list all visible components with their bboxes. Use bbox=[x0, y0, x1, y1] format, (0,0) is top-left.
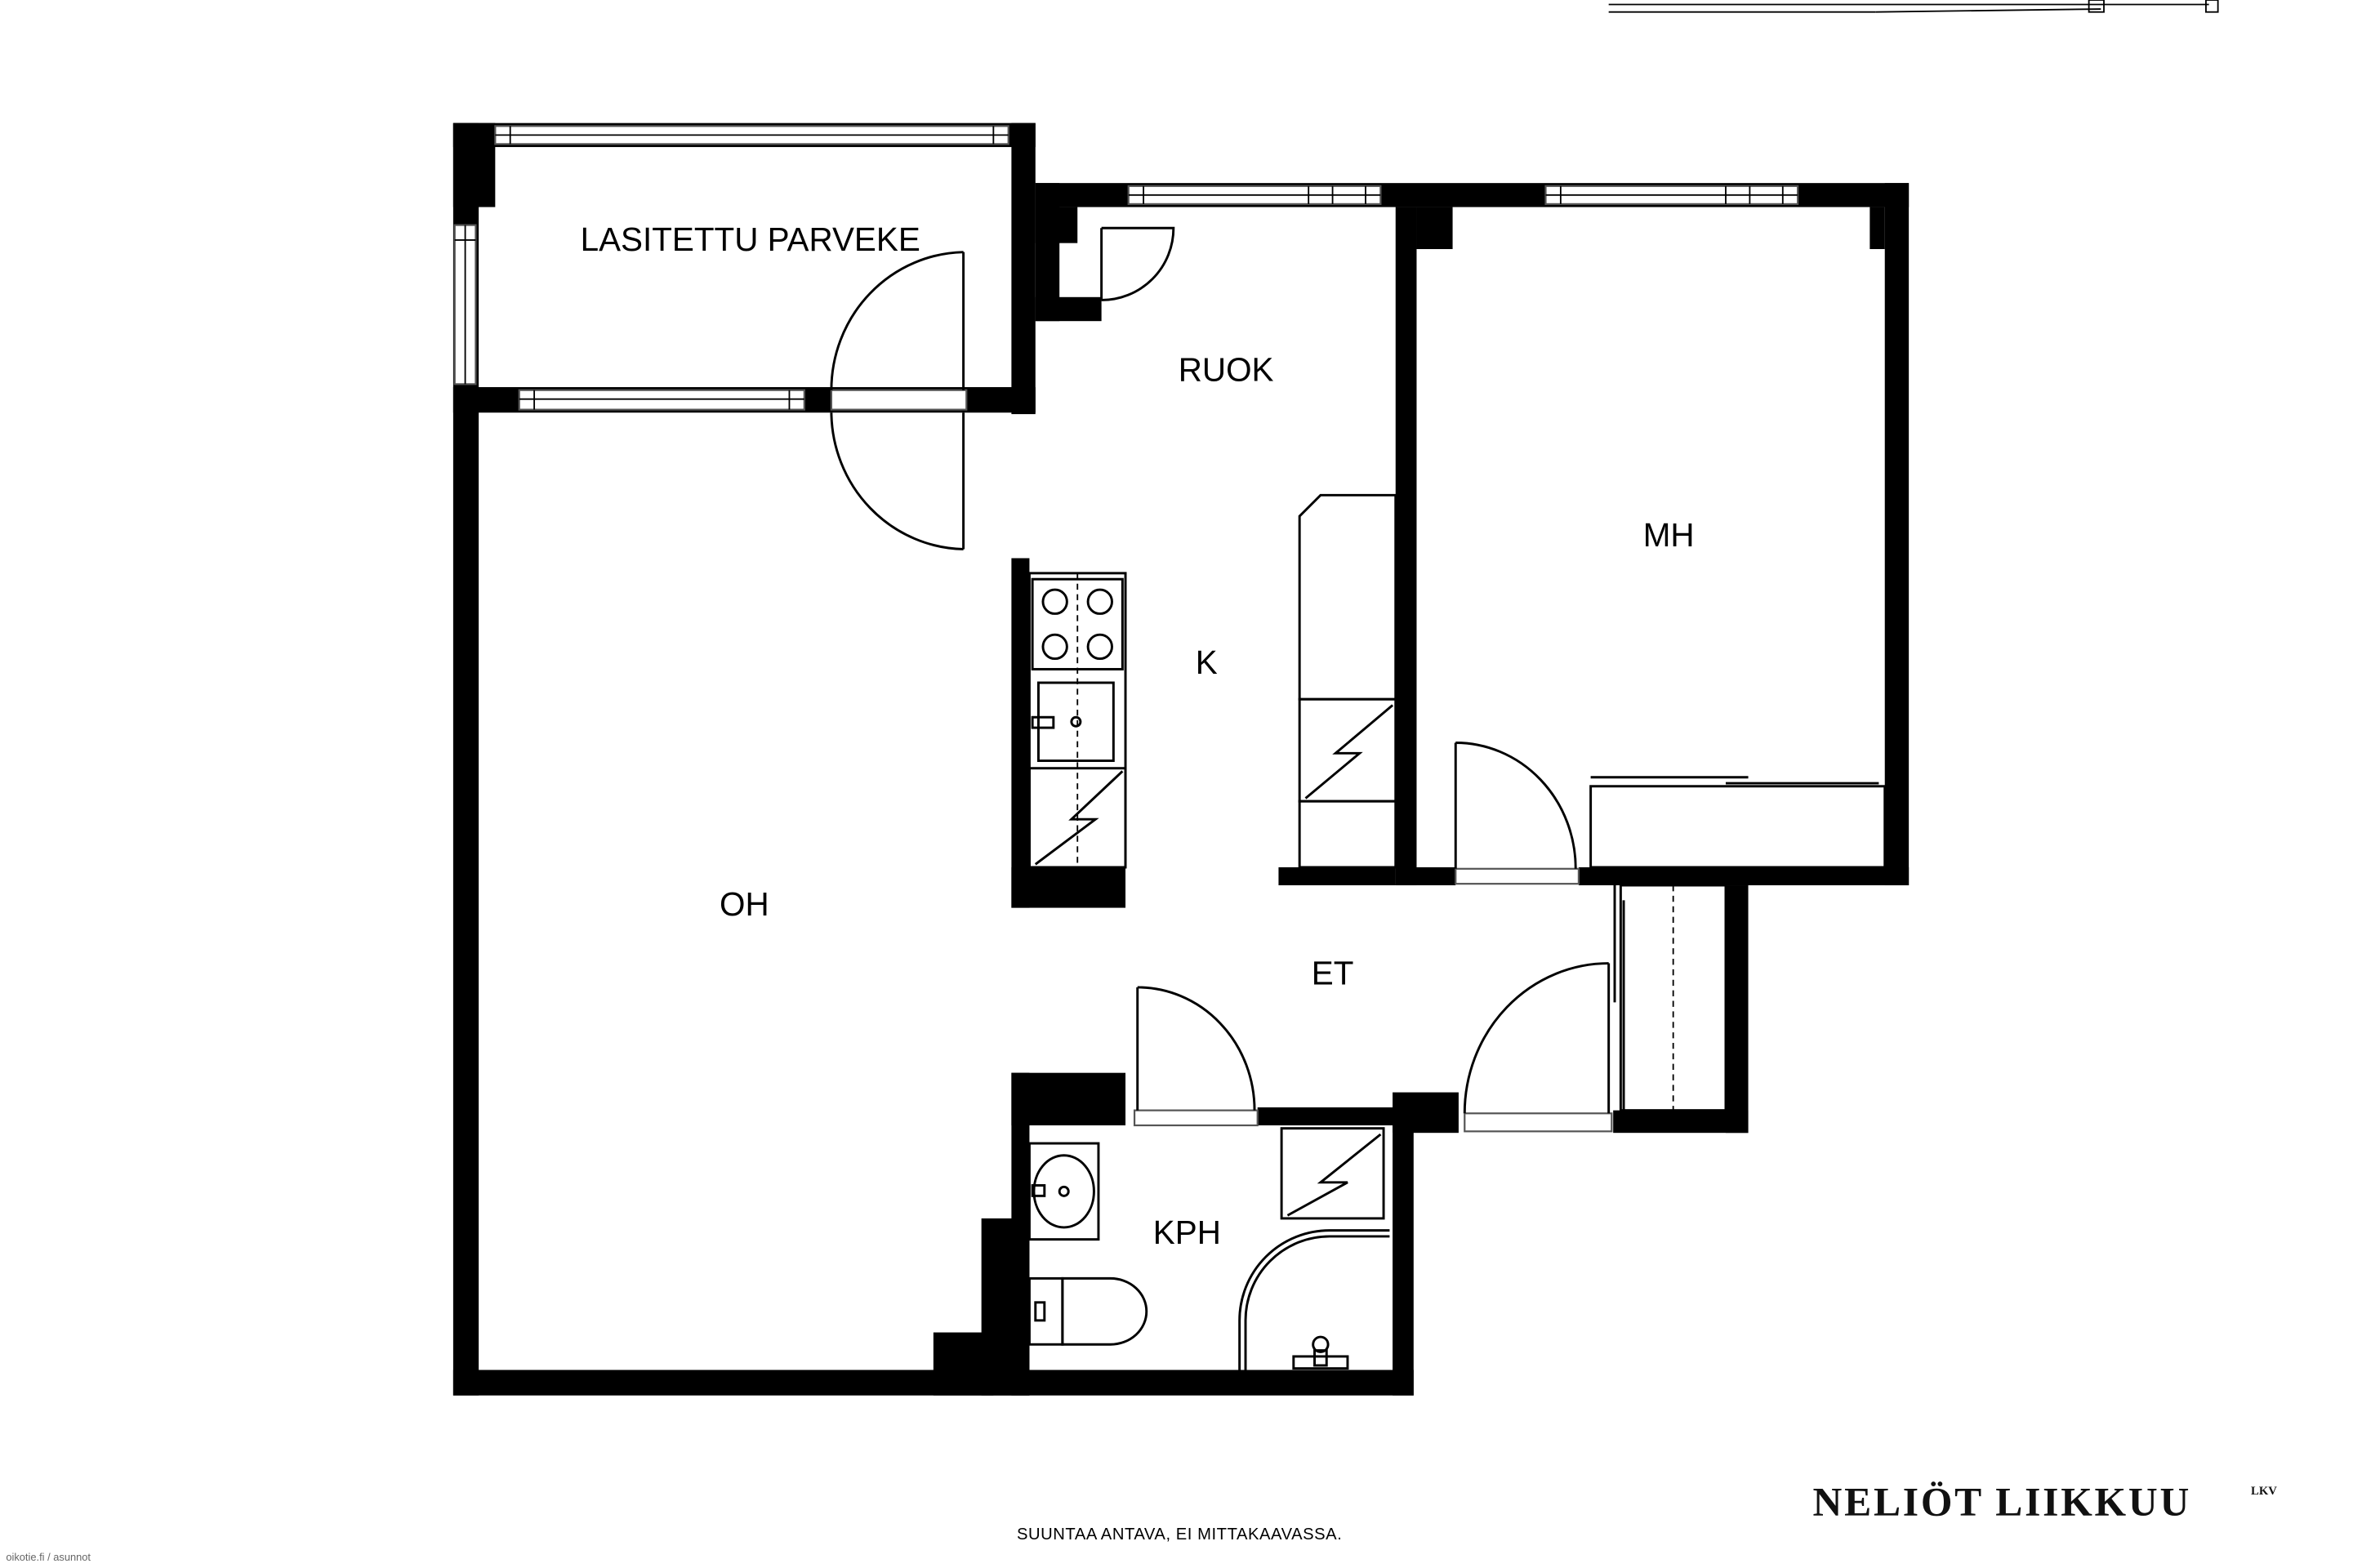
door-kitchen-closet bbox=[1100, 226, 1175, 301]
kitchen-fixtures bbox=[1027, 493, 1397, 869]
bedroom-wardrobe bbox=[1589, 776, 1887, 869]
window-bedroom bbox=[1544, 185, 1799, 205]
window-kitchen bbox=[1127, 185, 1382, 205]
door-bathroom bbox=[1133, 986, 1259, 1127]
stove-icon bbox=[1031, 577, 1124, 670]
window-balcony-bottom bbox=[518, 389, 805, 411]
label-balcony: LASITETTU PARVEKE bbox=[581, 220, 920, 258]
brand-suffix: LKV bbox=[2251, 1485, 2277, 1498]
room-labels: LASITETTU PARVEKE RUOK MH K OH ET KPH bbox=[581, 220, 1695, 1251]
label-hall: ET bbox=[1312, 954, 1354, 991]
toilet-icon bbox=[1027, 1276, 1148, 1346]
window-balcony-top bbox=[494, 125, 1009, 145]
windows bbox=[453, 125, 1799, 411]
label-bedroom: MH bbox=[1643, 516, 1695, 554]
brand-name: NELIÖT LIIKKUU bbox=[1813, 1480, 2191, 1525]
door-balcony bbox=[830, 251, 965, 550]
walls bbox=[452, 122, 1910, 1396]
door-bedroom bbox=[1454, 742, 1580, 885]
sink-icon bbox=[1031, 681, 1115, 762]
door-entrance bbox=[1463, 962, 1613, 1133]
shower-icon bbox=[1238, 1229, 1390, 1370]
doors bbox=[830, 226, 1613, 1133]
washbasin-icon bbox=[1027, 1142, 1100, 1241]
window-balcony-left bbox=[453, 224, 477, 385]
label-kitchen: K bbox=[1196, 644, 1218, 681]
partial-top-drawing bbox=[1608, 0, 2219, 13]
source-watermark: oikotie.fi / asunnot bbox=[6, 1551, 91, 1563]
balcony-door-frame bbox=[830, 389, 968, 411]
fridge-icon bbox=[1298, 493, 1397, 869]
hall-closet bbox=[1613, 884, 1727, 1112]
bathroom-fixtures bbox=[1027, 1127, 1390, 1370]
dishwasher-icon bbox=[1027, 767, 1127, 869]
brand-logo: NELIÖT LIIKKUU LKV bbox=[1813, 1480, 2278, 1525]
label-bathroom: KPH bbox=[1153, 1214, 1221, 1251]
label-living-room: OH bbox=[720, 885, 769, 923]
label-dining: RUOK bbox=[1179, 351, 1274, 389]
washing-machine-icon bbox=[1280, 1127, 1385, 1220]
disclaimer-text: SUUNTAA ANTAVA, EI MITTAKAAVASSA. bbox=[1017, 1526, 1342, 1544]
